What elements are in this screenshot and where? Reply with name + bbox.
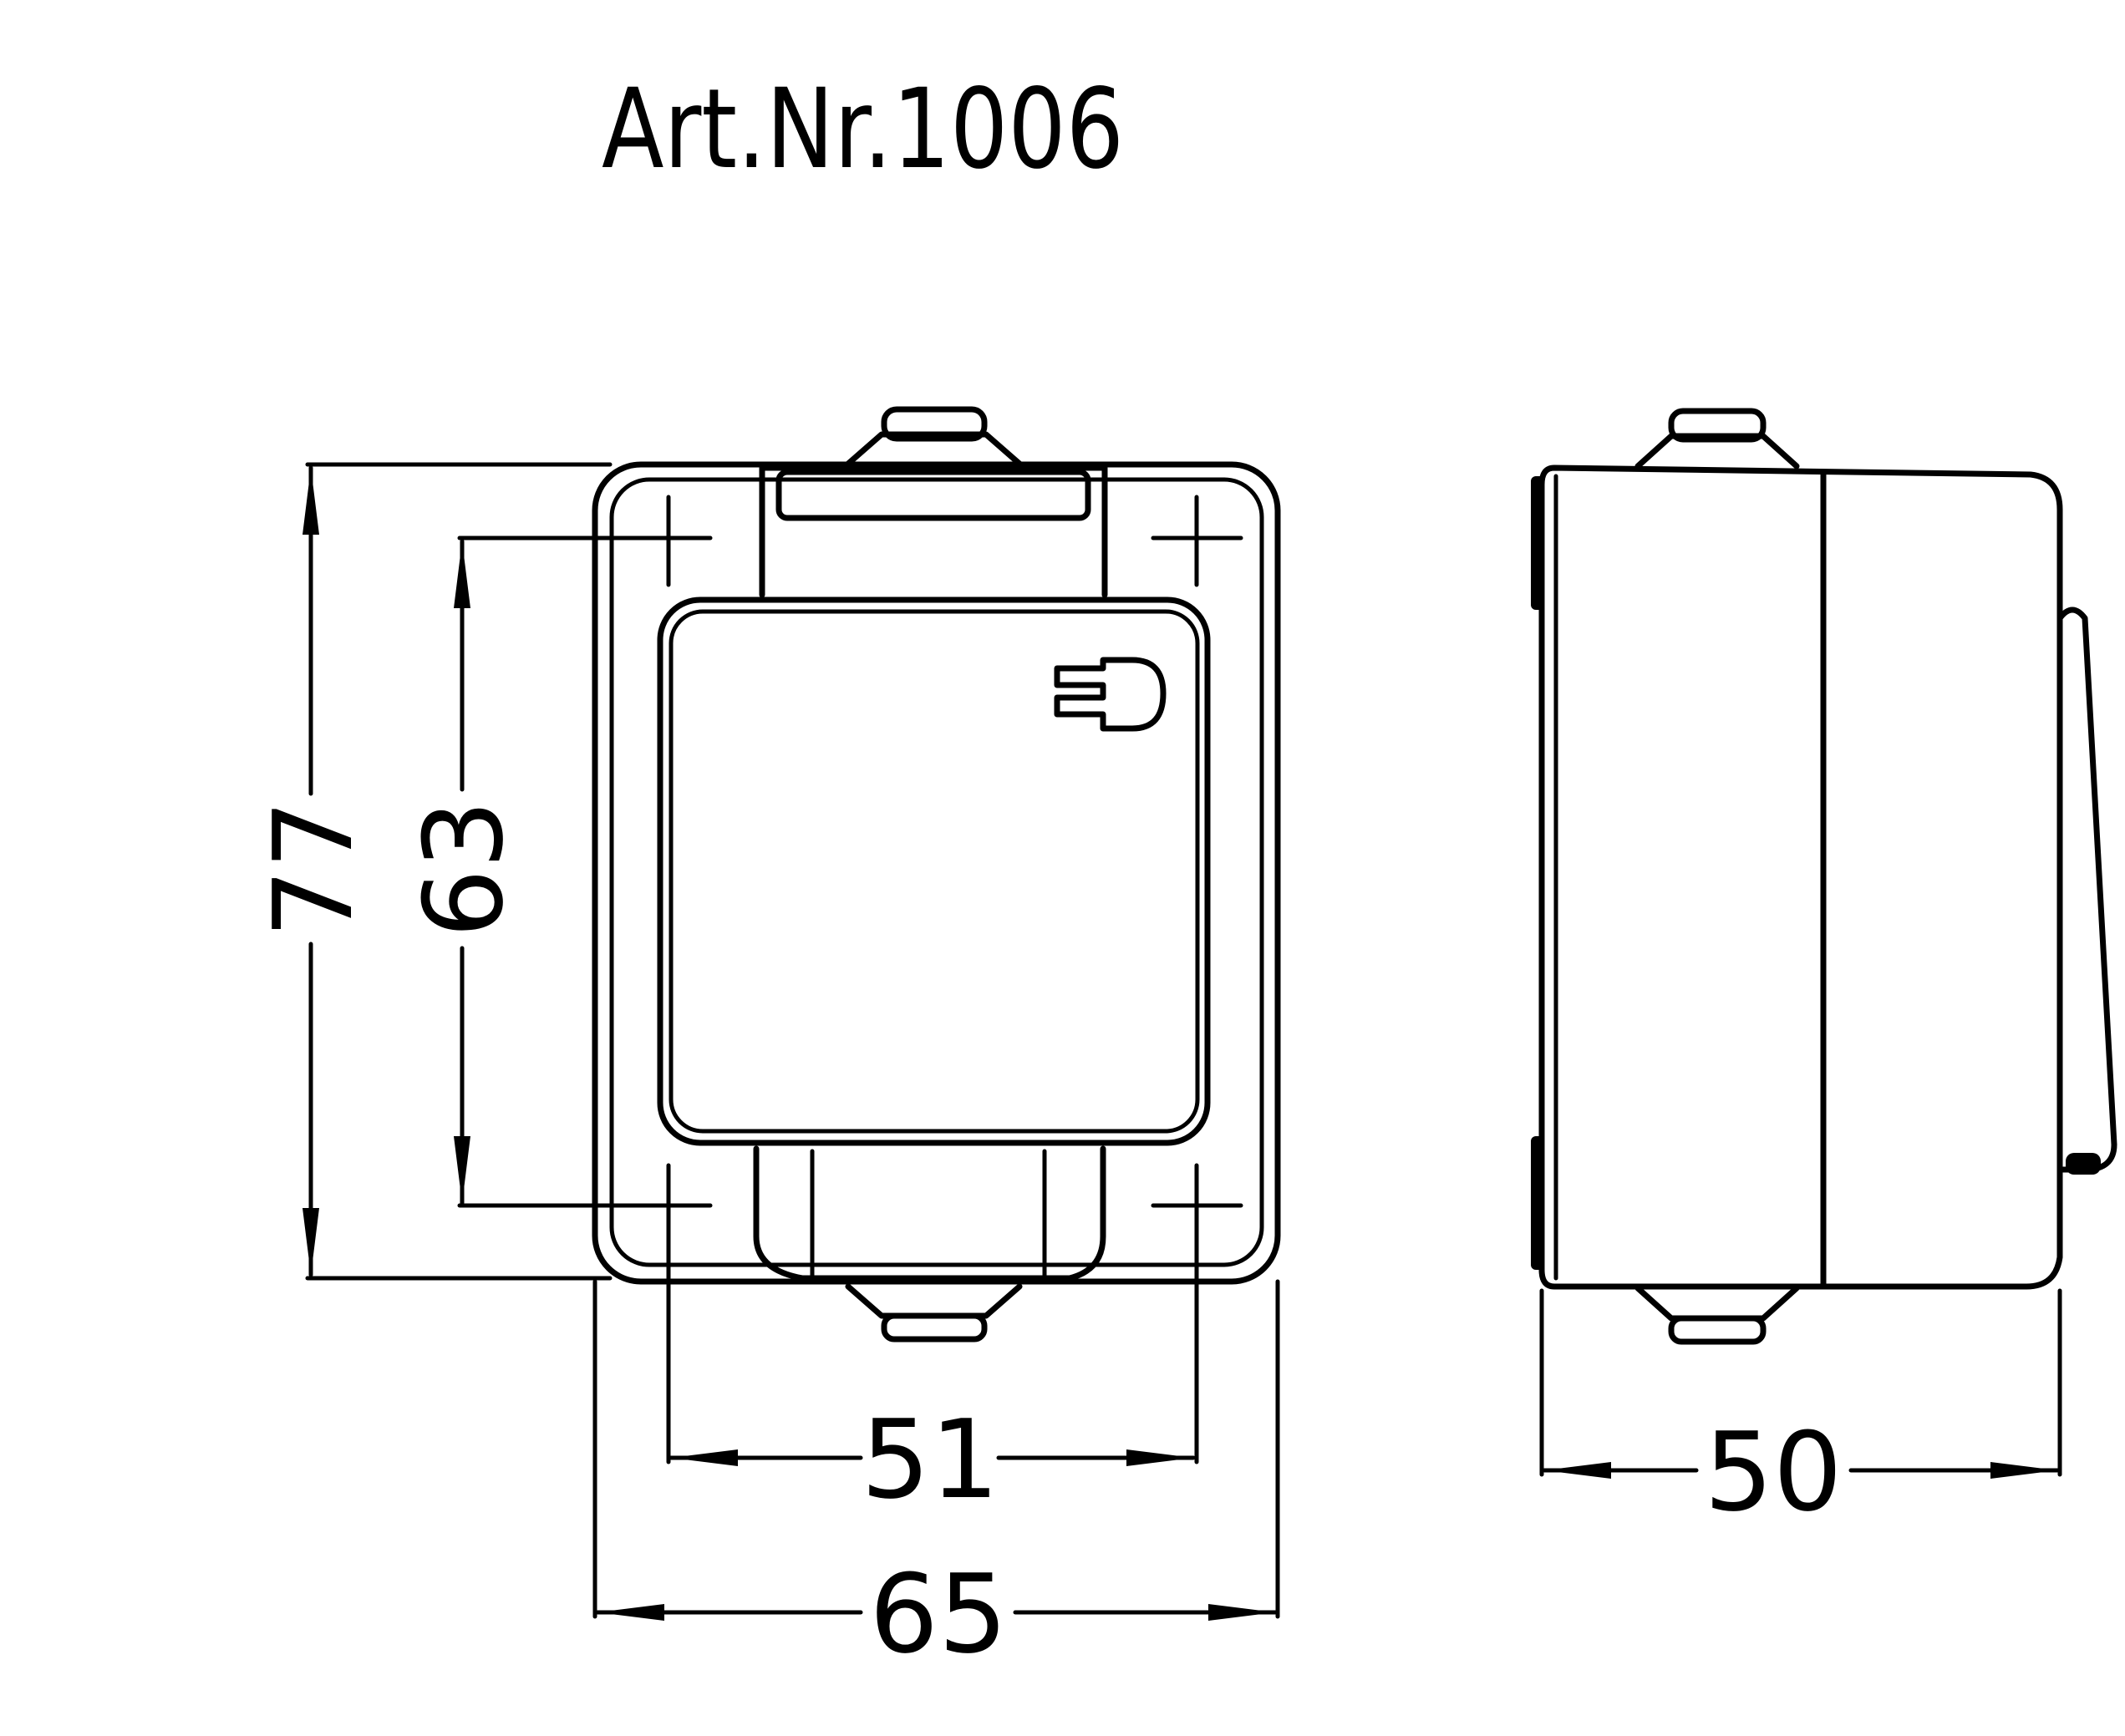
side-cover-latch bbox=[2066, 1153, 2101, 1175]
top-screw-head bbox=[881, 406, 988, 442]
front-housing bbox=[592, 461, 1281, 1285]
front-view bbox=[592, 406, 1281, 1343]
side-bottom-screw-head bbox=[1668, 1315, 1767, 1345]
bottom-latch bbox=[753, 1145, 1106, 1282]
mount-cross-top-left bbox=[620, 495, 713, 587]
dimension-63-label: 63 bbox=[400, 799, 527, 937]
front-frame bbox=[609, 477, 1264, 1267]
side-housing bbox=[1538, 464, 2063, 1290]
dimension-77-label: 77 bbox=[250, 799, 377, 937]
dimension-51-label: 51 bbox=[861, 1396, 999, 1523]
side-bracket-top bbox=[1531, 476, 1544, 610]
mount-cross-bottom-right bbox=[1151, 1163, 1243, 1256]
dimension-63: 63 bbox=[400, 536, 625, 1208]
dimension-65: 65 bbox=[592, 1279, 1280, 1678]
dimension-51: 51 bbox=[666, 1251, 1199, 1523]
side-top-screw-head bbox=[1668, 408, 1767, 443]
socket-symbol-icon bbox=[1054, 657, 1167, 732]
side-top-screw-housing bbox=[1634, 433, 1800, 470]
top-hinge-window bbox=[775, 469, 1091, 521]
socket-cover bbox=[657, 596, 1211, 1146]
socket-cover-inner bbox=[669, 609, 1200, 1134]
side-cover-profile bbox=[2056, 607, 2117, 1173]
side-bracket-bottom bbox=[1531, 1136, 1544, 1270]
mount-cross-bottom-left bbox=[620, 1163, 713, 1256]
side-view bbox=[1531, 408, 2117, 1345]
top-hinge bbox=[759, 464, 1108, 598]
top-screw-housing bbox=[845, 431, 1023, 467]
dimension-50: 50 bbox=[1539, 1288, 2062, 1535]
bottom-screw-head bbox=[881, 1312, 988, 1343]
article-number-title: Art.Nr.1006 bbox=[602, 65, 1124, 194]
side-bottom-screw-housing bbox=[1634, 1285, 1800, 1322]
dimension-77: 77 bbox=[250, 462, 613, 1281]
mount-cross-top-right bbox=[1151, 495, 1243, 587]
dimension-65-label: 65 bbox=[869, 1551, 1007, 1678]
dimension-50-label: 50 bbox=[1704, 1409, 1842, 1535]
bottom-screw-housing bbox=[845, 1283, 1023, 1319]
